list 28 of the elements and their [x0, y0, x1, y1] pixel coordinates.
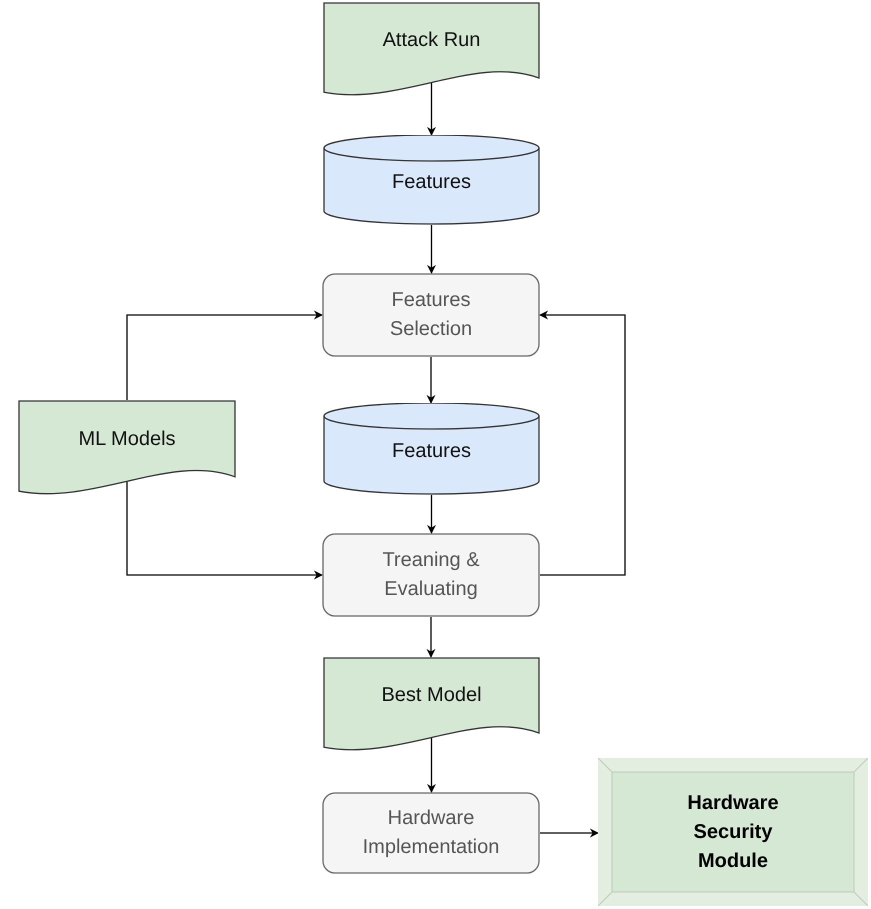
document-shape [323, 2, 540, 97]
node-label: ML Models [78, 426, 176, 452]
process-box [322, 273, 540, 357]
node-label: Hardware Security Module [686, 790, 780, 874]
node-label: Best Model [381, 683, 482, 708]
arrow [427, 82, 436, 136]
arrow [427, 495, 436, 534]
arrow [426, 357, 436, 404]
process-box [322, 792, 540, 874]
arrow [126, 310, 323, 400]
node-label: Features [392, 438, 471, 464]
document-shape [18, 400, 236, 496]
node-label: Hardware Implementation [362, 806, 500, 860]
document-shape [323, 657, 540, 752]
process-box [322, 533, 540, 617]
arrow [539, 310, 626, 576]
arrow [427, 736, 436, 793]
arrow [426, 617, 436, 658]
node-label: Attack Run [382, 28, 480, 54]
node-label: Features Selection [388, 288, 474, 342]
module-box [598, 758, 868, 906]
node-label: Features [392, 170, 471, 194]
database-cylinder [323, 135, 540, 225]
arrow [427, 225, 436, 274]
node-label: Treaning & Evaluating [381, 548, 481, 602]
arrow [540, 828, 599, 838]
database-cylinder [323, 403, 540, 495]
arrow [126, 480, 323, 580]
